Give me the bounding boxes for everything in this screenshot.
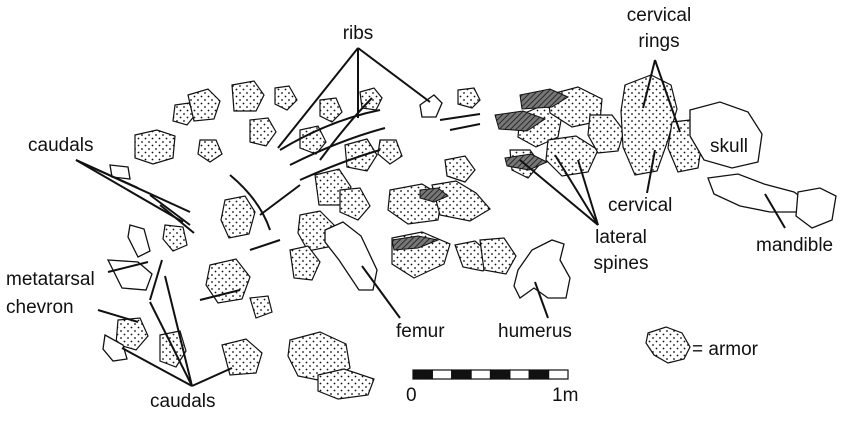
scale-segment <box>452 370 471 379</box>
label-chevron: chevron <box>6 298 74 318</box>
scale-segment <box>529 370 548 379</box>
label-mandible: mandible <box>756 236 833 256</box>
scale-segment <box>549 370 568 379</box>
label-ribs: ribs <box>330 24 386 44</box>
label-caudals-bottom: caudals <box>150 392 216 412</box>
scale-segment <box>510 370 529 379</box>
label-femur: femur <box>396 322 445 342</box>
scale-segment <box>491 370 510 379</box>
scale-start-label: 0 <box>406 386 417 406</box>
label-lateral-spines-2: spines <box>578 254 664 274</box>
label-cervical-rings-2: rings <box>612 32 706 52</box>
scale-end-label: 1m <box>552 386 578 406</box>
label-humerus: humerus <box>498 322 572 342</box>
scale-bar <box>413 370 568 379</box>
label-cervical: cervical <box>608 196 672 216</box>
scale-segment <box>432 370 451 379</box>
label-lateral-spines-1: lateral <box>578 228 664 248</box>
label-caudals-left: caudals <box>28 136 94 156</box>
legend-armor-label: = armor <box>692 340 758 360</box>
label-cervical-rings-1: cervical <box>612 6 706 26</box>
scale-segment <box>413 370 432 379</box>
label-metatarsal: metatarsal <box>6 270 95 290</box>
scale-segment <box>471 370 490 379</box>
bone-outlines <box>103 95 836 361</box>
label-skull: skull <box>710 137 748 157</box>
